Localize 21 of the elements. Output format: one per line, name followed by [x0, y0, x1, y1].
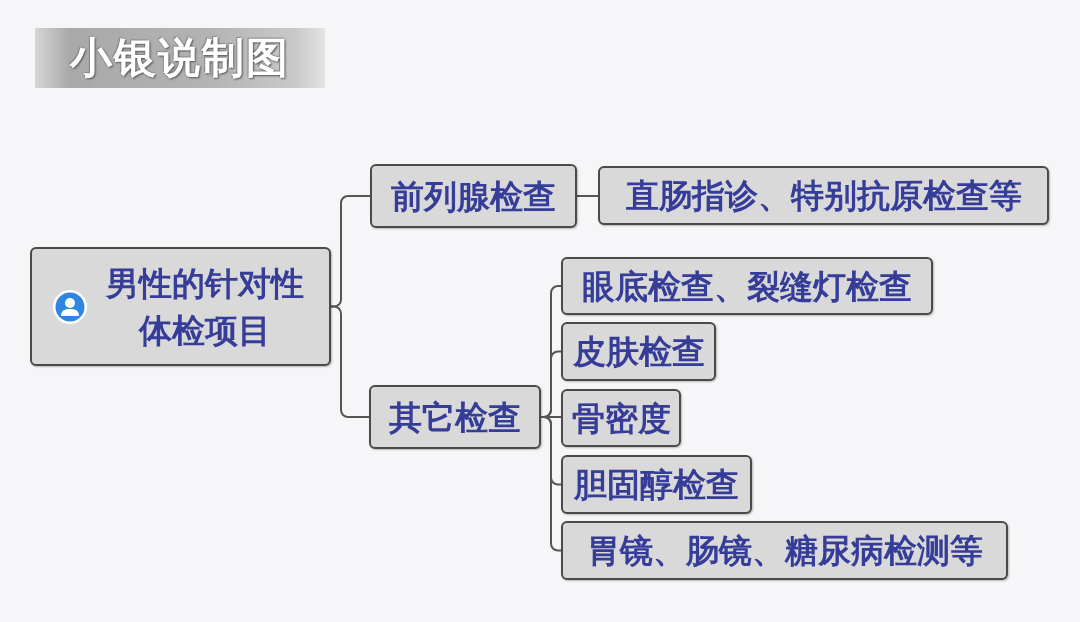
topic-box	[369, 385, 541, 449]
connector-line	[576, 195, 599, 197]
topic-text: 胆固醇检查	[574, 468, 739, 501]
topic-box	[561, 389, 681, 447]
topic-box	[561, 455, 752, 514]
topic-text: 骨密度	[571, 401, 671, 435]
topic-box	[561, 322, 716, 381]
root-topic-box	[30, 247, 331, 366]
topic-box	[561, 257, 933, 315]
diagram-title: 小银说制图	[35, 28, 325, 88]
topic-text: 皮肤检查	[572, 335, 705, 368]
topic-box	[598, 166, 1049, 225]
connector-line	[330, 305, 370, 418]
topic-text: 其它检查	[389, 400, 521, 434]
topic-text: 男性的针对性体检项目	[104, 262, 305, 352]
topic-text: 眼底检查、裂缝灯检查	[582, 269, 912, 303]
topic-text: 直肠指诊、特别抗原检查等	[625, 179, 1022, 212]
topic-text: 胃镜、肠镜、糖尿病检测等	[586, 534, 983, 567]
topic-box	[370, 164, 577, 228]
topic-text: 前列腺检查	[391, 179, 556, 213]
topic-box	[561, 521, 1008, 580]
